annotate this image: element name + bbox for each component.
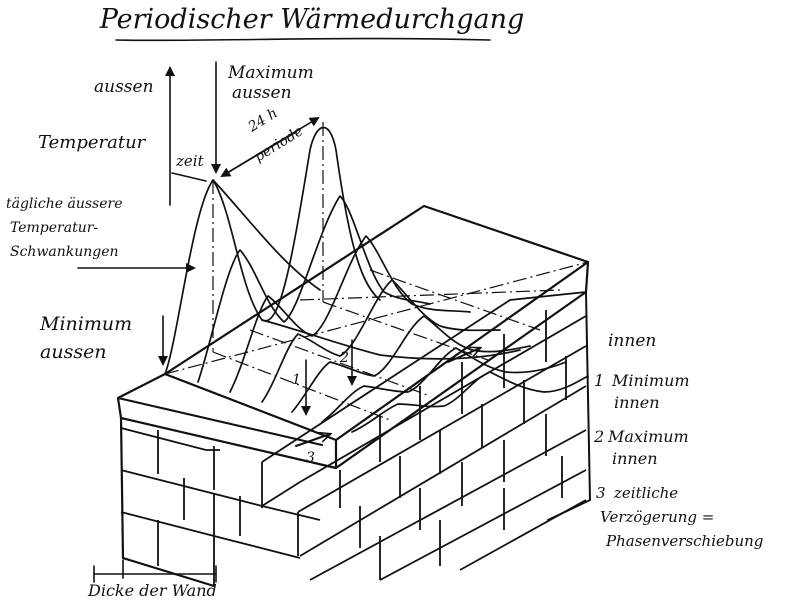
phase-arrow-upper xyxy=(447,348,480,363)
outer-temperature-wave xyxy=(164,126,381,375)
legend-item-1-num: 1 xyxy=(594,371,604,390)
wave-attenuated-2 xyxy=(229,235,471,393)
legend-item-1-line1: Minimum xyxy=(611,371,690,390)
side-brick-courses xyxy=(261,291,587,581)
label-period-1: 24 h xyxy=(245,105,281,136)
label-schwankungen-2: Temperatur- xyxy=(10,220,98,236)
zeit-arrow xyxy=(171,172,207,182)
label-minimum-aussen-1: Minimum xyxy=(39,313,132,335)
legend-item-2-line1: Maximum xyxy=(607,427,689,446)
legend-item-2-line2: innen xyxy=(612,449,658,468)
diagram-title: Periodischer Wärmedurchgang xyxy=(99,4,525,35)
legend-item-1-line2: innen xyxy=(614,393,660,412)
temperature-waves xyxy=(164,126,589,433)
label-temperatur: Temperatur xyxy=(38,132,147,153)
wave-attenuated-5 xyxy=(321,347,567,423)
label-zeit: zeit xyxy=(175,152,205,170)
label-schwankungen-1: tägliche äussere xyxy=(6,196,122,212)
front-brick-courses xyxy=(120,427,321,586)
wall-front-top-edge xyxy=(116,372,338,470)
title-underline xyxy=(115,37,491,42)
label-dicke-der-wand: Dicke der Wand xyxy=(87,581,217,600)
phase-arrow-lower xyxy=(295,434,330,447)
legend-innen: innen xyxy=(608,331,656,351)
marker-3: 3 xyxy=(306,450,315,466)
label-schwankungen-3: Schwankungen xyxy=(10,244,119,260)
legend-item-3-line2: Verzögerung = xyxy=(600,508,714,526)
label-maximum-aussen-2: aussen xyxy=(232,83,292,103)
label-maximum-aussen-1: Maximum xyxy=(227,63,314,83)
legend-item-3-num: 3 xyxy=(596,484,606,502)
legend-item-2-num: 2 xyxy=(593,427,604,446)
marker-1: 1 xyxy=(292,372,301,388)
label-minimum-aussen-2: aussen xyxy=(40,341,107,363)
wave-attenuated-3 xyxy=(261,279,501,403)
legend: innen 1 Minimum innen 2 Maximum innen 3 … xyxy=(593,331,763,550)
brick-wall xyxy=(116,204,591,588)
wave-attenuated-1 xyxy=(197,195,431,383)
wall-front-face xyxy=(119,416,216,588)
annotation-arrows xyxy=(77,61,480,583)
label-aussen: aussen xyxy=(94,77,154,97)
legend-item-3-line3: Phasenverschiebung xyxy=(605,532,763,550)
wave-inner xyxy=(351,371,589,433)
marker-2: 2 xyxy=(339,350,349,366)
legend-item-3-line1: zeitliche xyxy=(613,484,678,502)
